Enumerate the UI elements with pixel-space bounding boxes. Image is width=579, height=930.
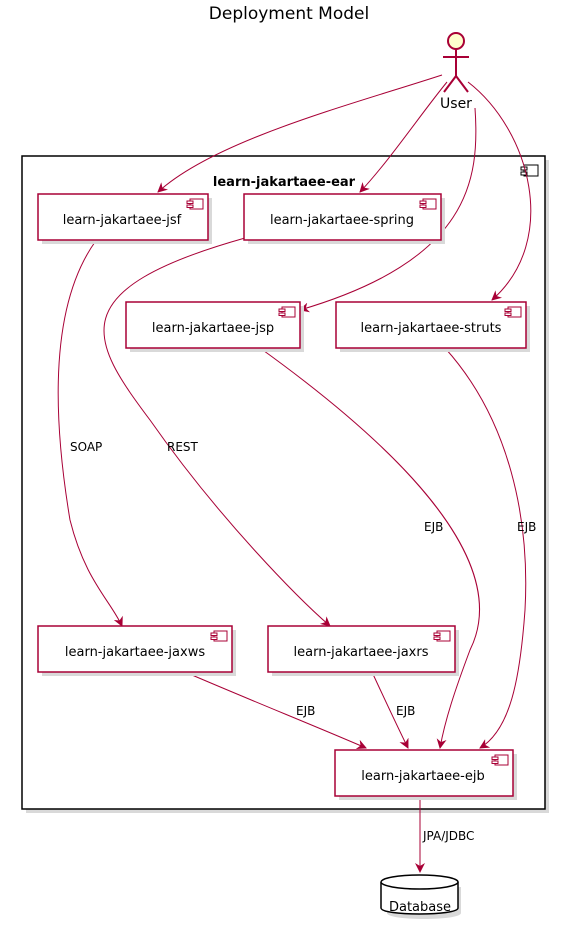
edges	[57, 74, 532, 873]
package-ear: learn-jakartaee-ear	[21, 155, 549, 813]
diagram-title: Deployment Model	[209, 4, 369, 24]
component-icon	[278, 306, 296, 318]
component-spring-label: learn-jakartaee-spring	[270, 213, 414, 228]
edge-label-rest: REST	[167, 440, 199, 454]
edge-user-jsp	[299, 107, 477, 313]
component-jsp-label: learn-jakartaee-jsp	[152, 321, 274, 336]
component-icon	[504, 306, 522, 318]
stick-figure-actor-icon	[443, 32, 469, 93]
package-label: learn-jakartaee-ear	[213, 175, 356, 190]
component-struts[interactable]: learn-jakartaee-struts	[335, 301, 530, 352]
edge-label-jaxrs-ejb: EJB	[396, 704, 415, 718]
edge-jaxws-ejb	[184, 671, 367, 749]
component-icon	[433, 630, 451, 642]
component-icon	[491, 754, 509, 766]
edge-label-jsp-ejb: EJB	[424, 520, 443, 534]
component-icon	[419, 198, 437, 210]
edge-jsf-jaxws	[57, 241, 123, 627]
database-label: Database	[389, 900, 451, 915]
database[interactable]: Database	[380, 874, 461, 919]
component-jsf-label: learn-jakartaee-jsf	[63, 213, 182, 228]
component-icon	[520, 164, 539, 177]
edge-spring-jaxrs	[103, 237, 331, 627]
edge-jsp-ejb	[259, 347, 480, 749]
component-jaxrs[interactable]: learn-jakartaee-jaxrs	[267, 625, 459, 676]
component-spring[interactable]: learn-jakartaee-spring	[243, 193, 445, 244]
component-jaxws[interactable]: learn-jakartaee-jaxws	[37, 625, 236, 676]
actor-user[interactable]: User	[440, 32, 472, 112]
component-icon	[210, 630, 228, 642]
component-jaxws-label: learn-jakartaee-jaxws	[65, 645, 205, 660]
edge-label-jpa-jdbc: JPA/JDBC	[422, 829, 474, 843]
component-jsp[interactable]: learn-jakartaee-jsp	[125, 301, 304, 352]
edge-user-struts	[467, 81, 532, 301]
edge-jaxrs-ejb	[371, 671, 409, 749]
edge-user-spring	[359, 81, 448, 193]
component-ejb-label: learn-jakartaee-ejb	[361, 769, 484, 784]
component-ejb[interactable]: learn-jakartaee-ejb	[334, 749, 517, 800]
edge-struts-ejb	[444, 347, 527, 749]
edge-label-jaxws-ejb: EJB	[296, 704, 315, 718]
component-jsf[interactable]: learn-jakartaee-jsf	[37, 193, 212, 244]
database-cylinder-icon	[380, 874, 461, 919]
edge-label-struts-ejb: EJB	[517, 520, 536, 534]
component-struts-label: learn-jakartaee-struts	[361, 321, 502, 336]
edge-label-soap: SOAP	[70, 440, 102, 454]
edge-user-jsf	[157, 74, 443, 193]
actor-user-label: User	[440, 96, 472, 112]
component-icon	[186, 198, 204, 210]
component-jaxrs-label: learn-jakartaee-jaxrs	[294, 645, 429, 660]
